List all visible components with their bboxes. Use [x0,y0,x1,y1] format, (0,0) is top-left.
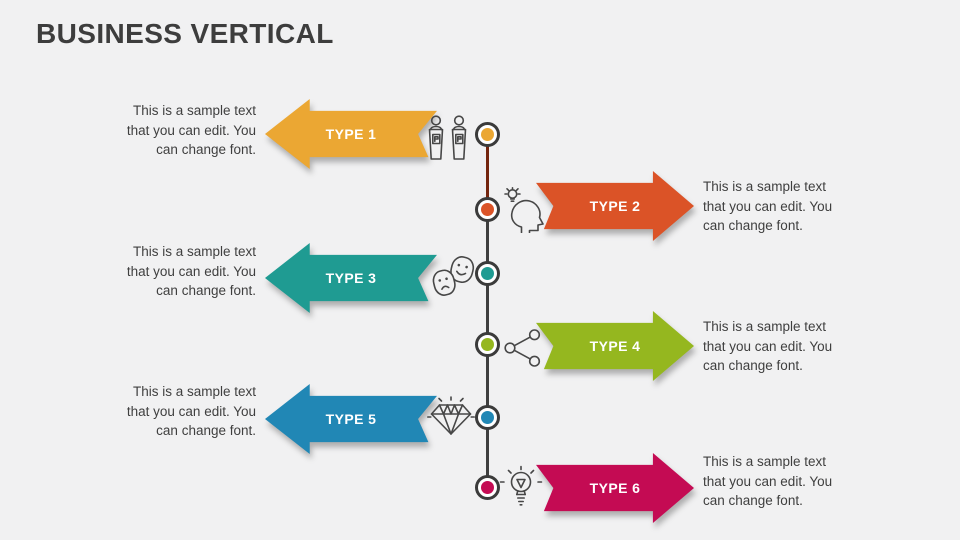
type1-description: This is a sample text that you can edit.… [100,101,256,160]
timeline-node-1 [475,122,500,147]
type5-description: This is a sample text that you can edit.… [100,382,256,441]
theater-masks-icon [431,254,477,298]
node-dot [481,338,494,351]
type2-arrow: TYPE 2 [536,171,694,241]
description-line: This is a sample text [703,319,827,334]
description-line: that you can edit. You [126,263,256,279]
type3-arrow-label: TYPE 3 [325,270,377,286]
description-line: that you can edit. You [703,198,833,214]
description-line: can change font. [156,423,256,438]
timeline-node-6 [475,475,500,500]
timeline-segment-first [486,135,489,210]
page-title: BUSINESS VERTICAL [36,18,334,49]
description-line: This is a sample text [703,179,827,194]
type4-description: This is a sample text that you can edit.… [703,317,855,376]
type6-arrow-label: TYPE 6 [589,480,641,496]
type3-description: This is a sample text that you can edit.… [100,242,256,301]
type4-arrow-label: TYPE 4 [589,338,641,354]
type6-arrow: TYPE 6 [536,453,694,523]
description-line: that you can edit. You [703,473,833,489]
type2-arrow-label: TYPE 2 [589,198,641,214]
idea-head-icon [500,187,546,233]
type4-arrow: TYPE 4 [536,311,694,381]
node-dot [481,481,494,494]
node-dot [481,128,494,141]
description-line: can change font. [703,218,803,233]
type3-arrow: TYPE 3 [265,243,437,313]
description-line: can change font. [703,358,803,373]
description-line: can change font. [156,142,256,157]
timeline-node-5 [475,405,500,430]
type5-arrow-label: TYPE 5 [325,411,377,427]
description-line: This is a sample text [703,454,827,469]
timeline-node-2 [475,197,500,222]
lightbulb-icon [498,465,544,513]
timeline-node-3 [475,261,500,286]
debate-podiums-icon [426,114,470,162]
node-dot [481,203,494,216]
node-dot [481,411,494,424]
share-network-icon [504,329,542,367]
type1-arrow: TYPE 1 [265,99,437,169]
description-line: This is a sample text [132,103,256,118]
type1-arrow-label: TYPE 1 [325,126,377,142]
type6-description: This is a sample text that you can edit.… [703,452,855,511]
type5-arrow: TYPE 5 [265,384,437,454]
description-line: This is a sample text [132,384,256,399]
timeline-node-4 [475,332,500,357]
description-line: can change font. [703,493,803,508]
diamond-icon [427,396,475,438]
type2-description: This is a sample text that you can edit.… [703,177,855,236]
description-line: that you can edit. You [703,338,833,354]
description-line: can change font. [156,283,256,298]
description-line: that you can edit. You [126,403,256,419]
description-line: This is a sample text [132,244,256,259]
description-line: that you can edit. You [126,122,256,138]
node-dot [481,267,494,280]
